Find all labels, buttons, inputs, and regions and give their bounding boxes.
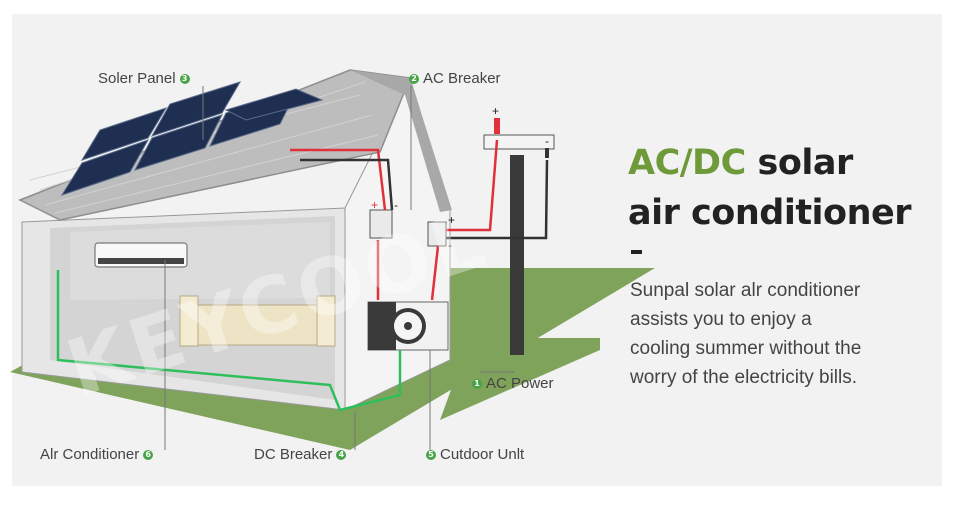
headline: AC/DC solar air conditioner: [628, 138, 912, 238]
callout-ac-breaker-label: AC Breaker: [423, 70, 501, 87]
callout-air-conditioner-label: Alr Conditioner: [40, 446, 140, 463]
solar-panel-array: [60, 81, 324, 196]
pole-crossbar: [483, 134, 555, 150]
pole-plus-sign: +: [492, 104, 500, 118]
description-line: assists you to enjoy a: [630, 309, 812, 330]
description: Sunpal solar alr conditioner assists you…: [630, 276, 930, 392]
callout-ac-power-label: AC Power: [486, 375, 554, 392]
callout-outdoor-unit: 5 Cutdoor Unlt: [426, 446, 524, 463]
callout-solar-panel: Soler Panel 3: [98, 70, 190, 87]
callout-solar-panel-label: Soler Panel: [98, 70, 176, 87]
callout-ac-power-number: 1: [472, 378, 482, 389]
dc-minus-sign: -: [394, 198, 398, 212]
description-line: cooling summer without the: [630, 338, 862, 359]
callout-dc-breaker-number: 4: [336, 449, 347, 460]
headline-dash: [631, 250, 642, 254]
ac-plus-sign: +: [448, 213, 456, 227]
callout-dc-breaker: DC Breaker 4: [254, 446, 347, 463]
callout-outdoor-unit-number: 5: [426, 449, 436, 460]
callout-ac-breaker: 2 AC Breaker: [409, 70, 501, 87]
ac-minus-sign: -: [448, 238, 452, 252]
power-pole: [510, 155, 524, 355]
dc-plus-sign: +: [371, 198, 379, 212]
interior-back: [70, 222, 330, 300]
callout-ac-breaker-number: 2: [409, 73, 419, 84]
headline-accent: AC/DC: [628, 143, 746, 183]
callout-air-conditioner: Alr Conditioner 6: [40, 446, 154, 463]
headline-line1: solar: [757, 143, 853, 183]
dc-breaker-box: [369, 209, 393, 239]
description-line: Sunpal solar alr conditioner: [630, 280, 861, 301]
description-line: worry of the electricity bills.: [630, 367, 858, 388]
headline-line2: air conditioner: [628, 193, 912, 233]
callout-outdoor-unit-label: Cutdoor Unlt: [440, 446, 525, 463]
callout-solar-panel-number: 3: [179, 73, 190, 84]
grass-right: [440, 338, 600, 420]
pole-minus-sign: -: [545, 134, 549, 148]
callout-dc-breaker-label: DC Breaker: [254, 446, 333, 463]
callout-ac-power: 1 AC Power: [472, 375, 554, 392]
callout-air-conditioner-number: 6: [143, 449, 154, 460]
